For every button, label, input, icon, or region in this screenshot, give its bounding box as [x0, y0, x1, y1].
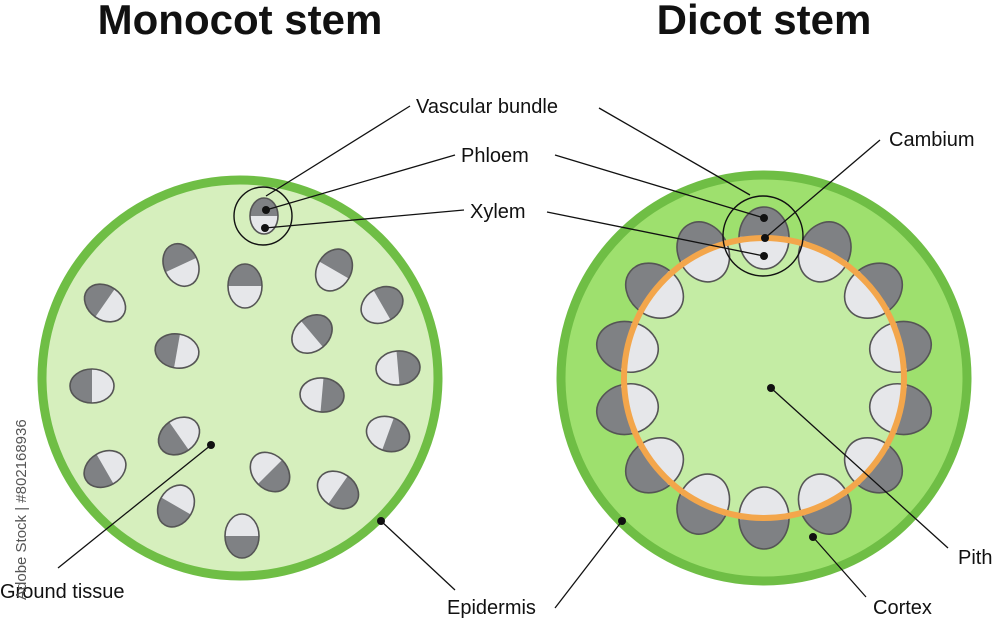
dot-xylem-dicot — [760, 252, 768, 260]
dot-phloem-dicot — [760, 214, 768, 222]
dot-epidermis-dicot — [618, 517, 626, 525]
bundle-outline — [162, 243, 200, 287]
label-pith: Pith — [958, 547, 992, 569]
monocot-stem — [37, 175, 443, 581]
label-cambium: Cambium — [889, 129, 975, 151]
leader-pith — [770, 387, 949, 549]
label-vascular-bundle: Vascular bundle — [416, 96, 558, 118]
monocot-vascular-bundle — [227, 263, 263, 309]
monocot-title: Monocot stem — [98, 0, 383, 43]
leader-epidermis-monocot — [380, 520, 456, 591]
monocot-vascular-bundle — [360, 279, 410, 325]
bundle-outline — [375, 350, 421, 386]
leader-epidermis-dicot — [554, 520, 623, 609]
leader-cambium — [764, 139, 881, 239]
bundle-outline — [314, 248, 354, 292]
label-cortex: Cortex — [873, 597, 932, 619]
bundle-outline — [83, 283, 127, 323]
leader-vascular-bundle-dicot — [598, 107, 751, 196]
phloem-region — [225, 536, 259, 558]
label-dots — [207, 206, 817, 541]
labels: Vascular bundle Phloem Xylem Cambium Gro… — [0, 96, 992, 619]
bundle-outline — [156, 484, 196, 528]
bundle-outline — [365, 415, 411, 453]
leader-xylem-monocot — [264, 209, 465, 229]
dot-pith — [767, 384, 775, 392]
leader-xylem-dicot — [546, 211, 765, 257]
phloem-region — [228, 264, 262, 286]
dicot-pith — [624, 238, 904, 518]
leader-phloem-dicot — [554, 154, 765, 219]
bundle-outline — [249, 451, 291, 493]
leader-phloem-monocot — [265, 154, 456, 211]
bundle-outline — [69, 368, 115, 404]
label-ground-tissue: Ground tissue — [0, 581, 125, 603]
watermark-text: Adobe Stock | #802168936 — [13, 419, 30, 600]
dot-cambium — [761, 234, 769, 242]
label-epidermis: Epidermis — [447, 597, 536, 619]
bundle-outline — [157, 416, 201, 456]
dot-cortex — [809, 533, 817, 541]
leader-ground-tissue — [57, 444, 212, 569]
bundle-outline — [154, 333, 200, 369]
bundle-outline — [360, 285, 404, 325]
monocot-bundle-highlight-circle — [233, 186, 293, 246]
dicot-bundle-highlight-circle — [722, 195, 804, 277]
bundle-outline — [227, 263, 263, 309]
leader-cortex — [812, 536, 867, 598]
bundle-outline — [316, 470, 360, 510]
bundle-outline — [224, 513, 260, 559]
monocot-vascular-bundle — [224, 513, 260, 559]
bundle-outline — [249, 197, 279, 235]
dicot-title: Dicot stem — [657, 0, 872, 43]
leader-vascular-bundle-monocot — [265, 105, 411, 197]
bundle-outline — [299, 377, 345, 413]
dicot-stem — [556, 170, 972, 586]
monocot-vascular-bundle — [69, 368, 115, 404]
dot-epidermis-monocot — [377, 517, 385, 525]
label-phloem: Phloem — [461, 145, 529, 167]
bundle-outline — [83, 449, 127, 489]
label-xylem: Xylem — [470, 201, 526, 223]
dot-phloem-monocot — [262, 206, 270, 214]
leader-lines — [57, 105, 949, 609]
dot-ground-tissue — [207, 441, 215, 449]
dot-xylem-monocot — [261, 224, 269, 232]
